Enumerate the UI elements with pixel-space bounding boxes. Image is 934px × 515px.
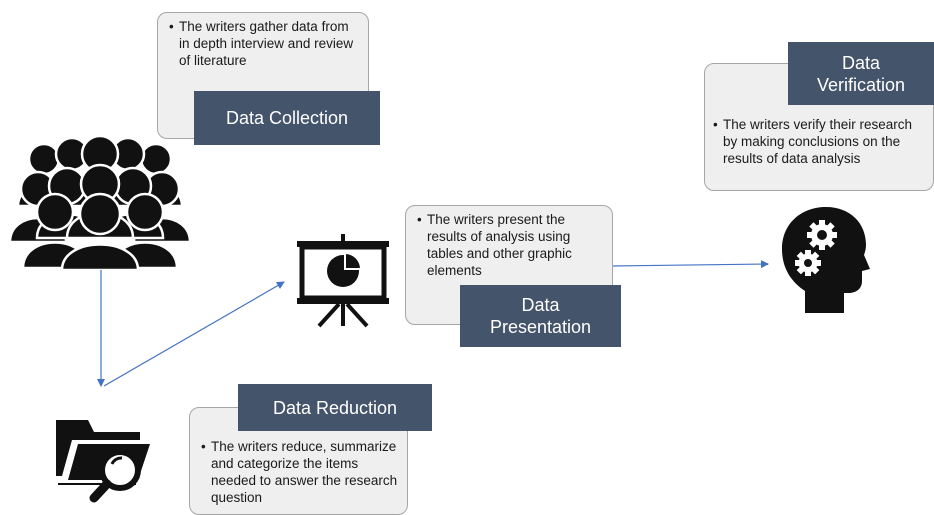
verification-description: The writers verify their research by mak… <box>713 116 929 167</box>
reduction-label: Data Reduction <box>238 384 432 431</box>
folder-search-icon <box>56 420 150 503</box>
collection-description: The writers gather data from in depth in… <box>169 18 360 69</box>
presentation-label: Data Presentation <box>460 285 621 347</box>
arrow-presentation-to-verification <box>611 260 769 269</box>
people-group-icon <box>10 134 190 270</box>
collection-card: The writers gather data from in depth in… <box>157 12 369 139</box>
verification-label: Data Verification <box>788 42 934 105</box>
presentation-description: The writers present the results of analy… <box>417 211 604 279</box>
collection-label: Data Collection <box>194 91 380 145</box>
head-gears-icon <box>782 207 870 313</box>
presentation-board-icon <box>297 234 389 328</box>
arrow-reduction-to-presentation <box>103 281 285 387</box>
reduction-description: The writers reduce, summarize and catego… <box>201 438 401 506</box>
